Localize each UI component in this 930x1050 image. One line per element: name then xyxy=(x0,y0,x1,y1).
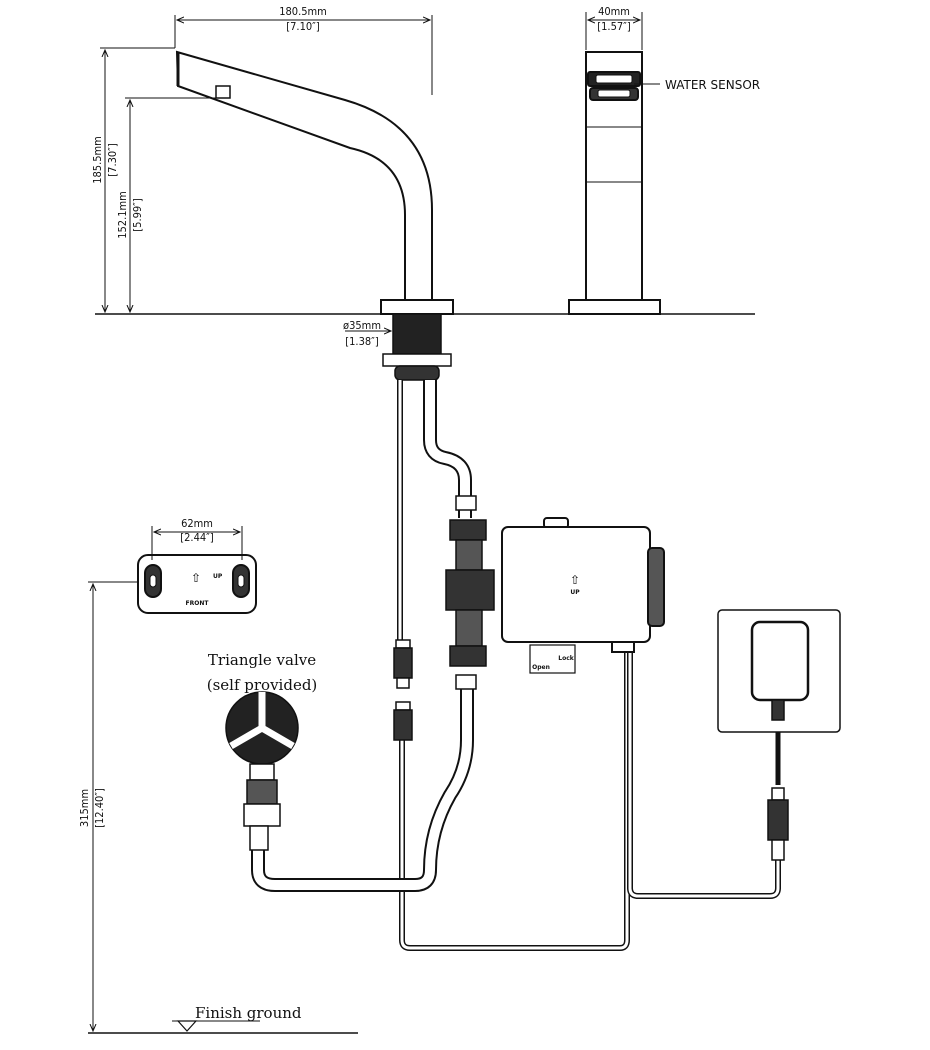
reach-dimension xyxy=(174,15,433,95)
switch-open-label: Open xyxy=(532,664,550,671)
triangle-valve xyxy=(225,691,299,851)
total-height-inch: [7.30″] xyxy=(106,143,119,177)
switch-lock-label: Lock xyxy=(558,655,575,662)
total-height-mm: 185.5mm xyxy=(91,136,104,184)
bracket-dim-inch: [2.44″] xyxy=(180,531,214,544)
outlet-height-mm: 152.1mm xyxy=(116,191,129,239)
box-up-arrow: ⇧ xyxy=(570,573,580,587)
solenoid-valve xyxy=(445,495,495,690)
faucet-side-view xyxy=(175,50,454,315)
height-dimensions xyxy=(100,47,218,312)
triangle-valve-label-line2: (self provided) xyxy=(207,676,318,694)
install-height-mm: 315mm xyxy=(78,789,91,827)
bracket-up-label: UP xyxy=(213,573,223,580)
install-height-inch: [12.40″] xyxy=(93,788,106,828)
shank-dim-mm: ø35mm xyxy=(343,319,381,332)
sensor-cable-connector xyxy=(393,639,413,741)
box-up-label: UP xyxy=(570,589,580,596)
hoses-and-cables xyxy=(251,380,781,951)
bracket-front-label: FRONT xyxy=(186,600,210,607)
outlet-height-inch: [5.99″] xyxy=(131,198,144,232)
bracket-dim-mm: 62mm xyxy=(181,517,213,530)
reach-dim-mm: 180.5mm xyxy=(279,5,327,18)
finish-ground-label: Finish ground xyxy=(195,1004,302,1022)
bracket-dimension xyxy=(151,526,243,560)
power-adapter xyxy=(717,609,841,861)
faucet-front-view xyxy=(568,51,661,315)
front-width-dimension xyxy=(585,12,660,85)
front-width-mm: 40mm xyxy=(598,5,630,18)
bracket-up-arrow: ⇧ xyxy=(191,571,201,585)
mounting-bracket xyxy=(137,554,257,614)
front-width-inch: [1.57″] xyxy=(597,20,631,33)
shank-dim-inch: [1.38″] xyxy=(345,335,379,348)
triangle-valve-label-line1: Triangle valve xyxy=(208,651,316,669)
install-height-dimension xyxy=(88,581,358,1034)
control-box xyxy=(501,517,665,674)
mounting-shank xyxy=(382,313,452,381)
water-sensor-label: WATER SENSOR xyxy=(665,78,760,92)
reach-dim-inch: [7.10″] xyxy=(286,20,320,33)
